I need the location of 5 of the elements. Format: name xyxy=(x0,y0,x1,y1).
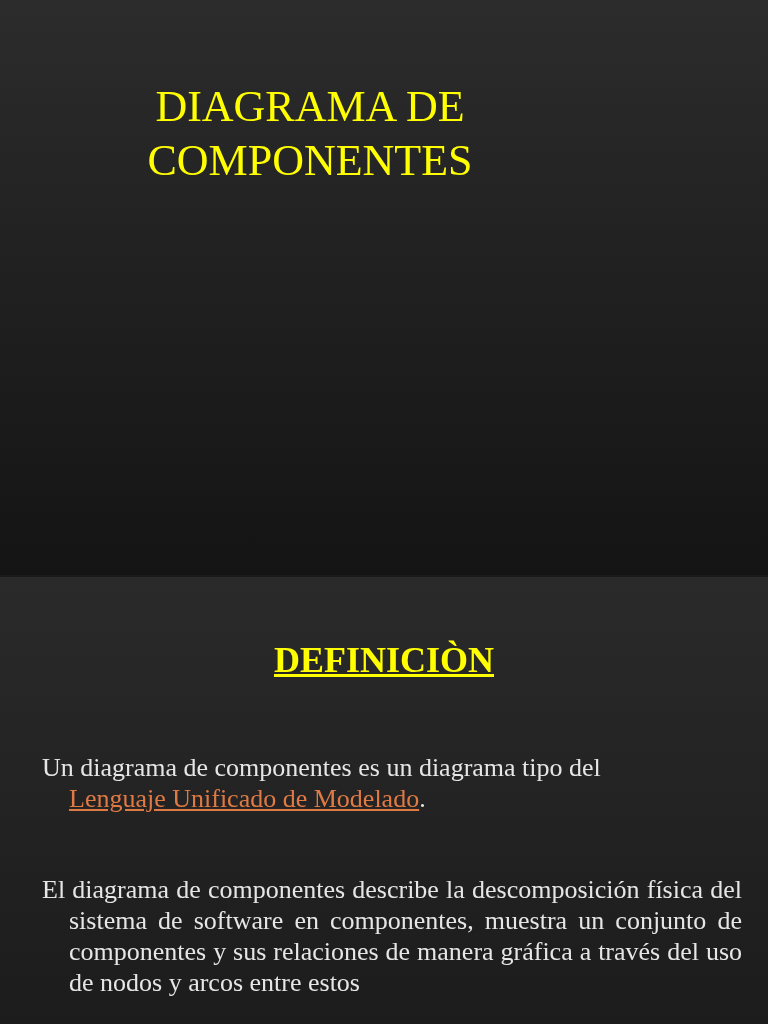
link: Lenguaje Unificado de Modelado xyxy=(69,784,420,813)
section-heading: DEFINICIÒN xyxy=(274,640,494,680)
slide-title: DIAGRAMA DE COMPONENTES xyxy=(146,81,474,187)
paragraph: El diagrama de componentes describe la descomposición física del sistema de software en componentes, muestra un conjunto de componentes y sus relaciones de manera gráfica a través del uso de nodos y arcos entre estos xyxy=(42,874,742,998)
paragraph: Un diagrama de componentes es un diagrama tipo del Lenguaje Unificado de Modelado. xyxy=(42,752,602,814)
